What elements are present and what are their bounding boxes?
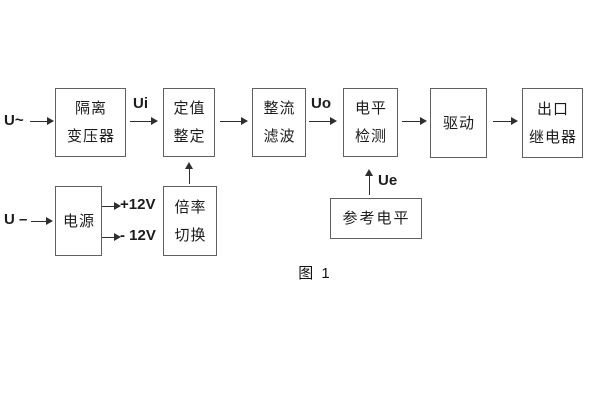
arrow-ui-transformer-to-setpoint <box>130 117 158 126</box>
block-rectifier-filter-label-2: 滤波 <box>263 128 296 145</box>
block-setpoint-adjust-label-2: 整定 <box>173 128 206 145</box>
block-level-detector-label-1: 电平 <box>354 100 387 117</box>
block-driver-label: 驱动 <box>442 114 475 132</box>
arrow-plus-12v <box>102 202 121 211</box>
block-level-detector-label-2: 检测 <box>354 128 387 145</box>
block-isolation-transformer-label-2: 变压器 <box>66 128 115 145</box>
block-output-relay: 出口 继电器 <box>522 88 583 158</box>
block-level-detector: 电平 检测 <box>343 88 398 157</box>
block-ratio-switch: 倍率 切换 <box>163 186 217 256</box>
arrow-dc-input <box>31 217 53 226</box>
block-isolation-transformer-label-1: 隔离 <box>74 100 107 117</box>
block-ratio-switch-label-1: 倍率 <box>174 198 207 216</box>
block-driver: 驱动 <box>430 88 487 158</box>
ac-input-label: U~ <box>4 112 24 129</box>
block-ratio-switch-label-2: 切换 <box>174 226 207 244</box>
plus-12v-label: +12V <box>120 196 156 213</box>
block-power-supply: 电源 <box>55 186 102 256</box>
arrow-detector-to-driver <box>402 117 427 126</box>
signal-ui-label: Ui <box>133 95 148 112</box>
arrow-driver-to-relay <box>493 117 518 126</box>
block-isolation-transformer: 隔离 变压器 <box>55 88 126 157</box>
arrow-minus-12v <box>102 233 121 242</box>
block-rectifier-filter: 整流 滤波 <box>252 88 306 157</box>
arrow-ue-reference-to-detector <box>365 169 374 195</box>
block-output-relay-label-2: 继电器 <box>528 128 577 146</box>
block-reference-level-label: 参考电平 <box>342 210 411 227</box>
arrow-ac-input <box>30 117 54 126</box>
signal-uo-label: Uo <box>311 95 331 112</box>
block-setpoint-adjust: 定值 整定 <box>163 88 215 157</box>
block-output-relay-label-1: 出口 <box>536 100 569 118</box>
block-reference-level: 参考电平 <box>330 198 422 239</box>
block-rectifier-filter-label-1: 整流 <box>263 100 296 117</box>
figure-caption: 图 1 <box>298 265 332 282</box>
arrow-uo-rectifier-to-detector <box>309 117 337 126</box>
arrow-ratio-switch-to-setpoint <box>185 162 194 184</box>
block-setpoint-adjust-label-1: 定值 <box>173 100 206 117</box>
dc-input-label: U – <box>4 211 28 228</box>
signal-ue-label: Ue <box>378 172 398 189</box>
arrow-setpoint-to-rectifier <box>220 117 248 126</box>
block-power-supply-label: 电源 <box>62 212 95 230</box>
minus-12v-label: - 12V <box>120 227 156 244</box>
